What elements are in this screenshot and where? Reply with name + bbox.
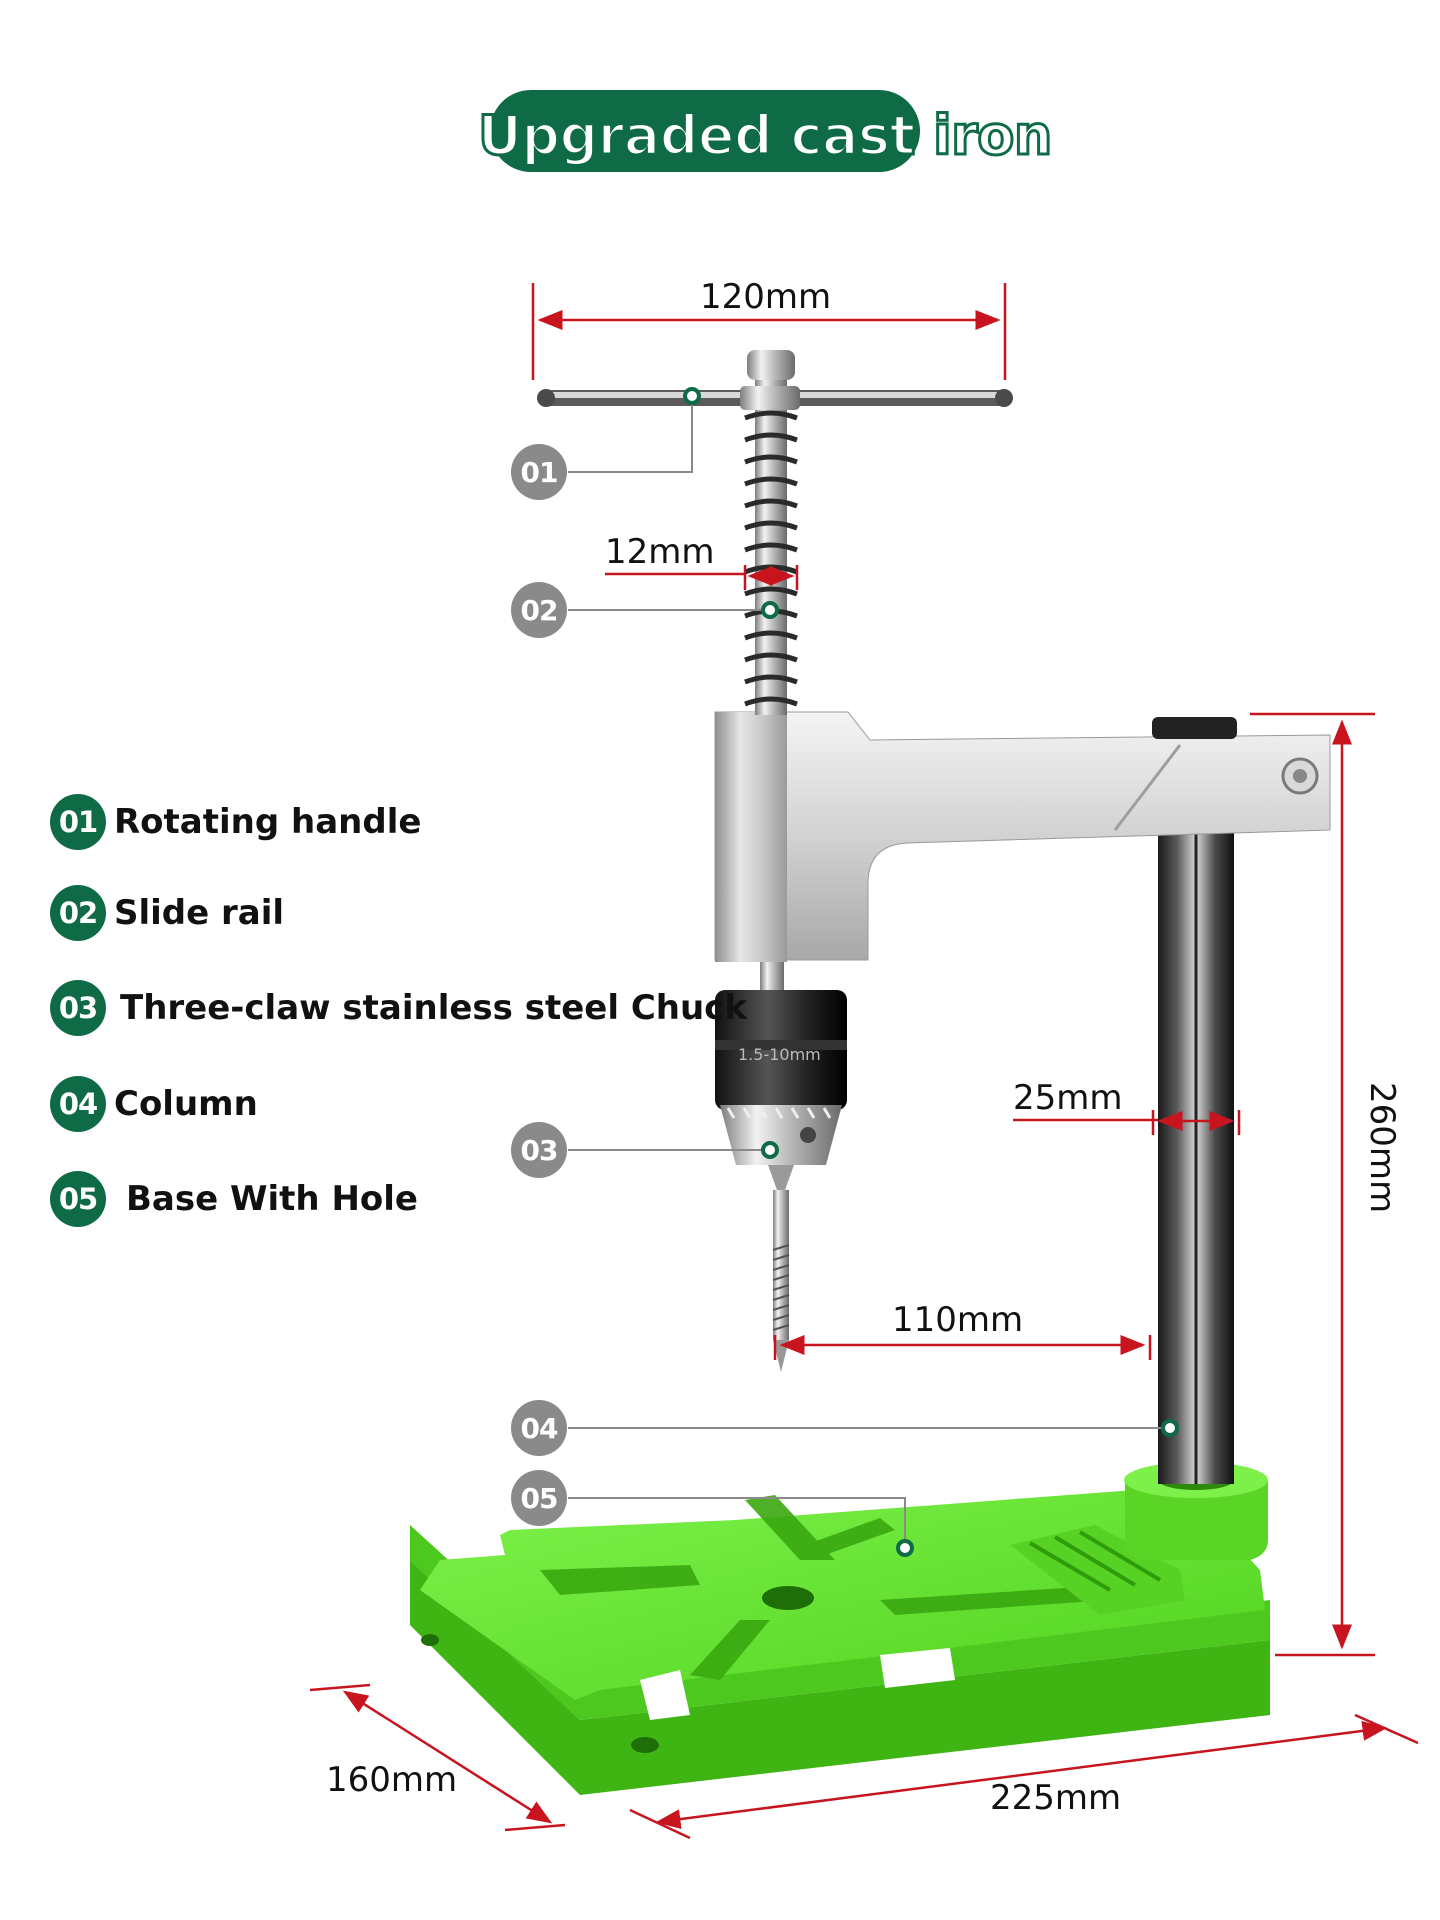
legend-item-slide-rail: 02 Slide rail [50,883,284,943]
legend-item-column: 04 Column [50,1074,258,1134]
callout-02-badge: 02 [511,582,567,638]
title-pill [490,90,920,172]
legend-badge: 05 [50,1171,106,1227]
page-title: Upgraded cast iron [477,103,1054,169]
legend-item-rotating-handle: 01 Rotating handle [50,792,421,852]
legend-badge: 02 [50,885,106,941]
chuck-size-marking: 1.5-10mm [738,1045,821,1064]
callout-dots [683,387,1179,1557]
legend-label: Column [114,1084,258,1124]
legend-label: Base With Hole [126,1179,418,1219]
dim-throat-depth: 110mm [892,1300,1024,1340]
callout-04-badge: 04 [511,1400,567,1456]
legend-badge: 03 [50,980,106,1036]
callout-leaders [568,398,1170,1546]
legend-item-chuck: 03 Three-claw stainless steel Chuck [50,978,747,1038]
callout-01-badge: 01 [511,444,567,500]
dim-handle-width: 120mm [700,277,832,317]
legend-item-base: 05 Base With Hole [50,1169,418,1229]
dim-total-height: 260mm [1362,1082,1402,1214]
legend-label: Slide rail [114,893,285,933]
cast-iron-arm [714,711,1331,962]
dimension-lines [309,283,1419,1840]
dim-base-width: 225mm [990,1778,1122,1818]
legend-label: Rotating handle [114,802,422,842]
dim-base-depth: 160mm [326,1760,458,1800]
callout-05-badge: 05 [511,1470,567,1526]
dim-rail-diameter: 12mm [605,532,715,572]
rotating-handle [537,386,1013,410]
legend-badge: 04 [50,1076,106,1132]
callout-03-badge: 03 [511,1122,567,1178]
legend-label: Three-claw stainless steel Chuck [120,988,747,1028]
legend-badge: 01 [50,794,106,850]
dim-column-diameter: 25mm [1013,1078,1123,1118]
